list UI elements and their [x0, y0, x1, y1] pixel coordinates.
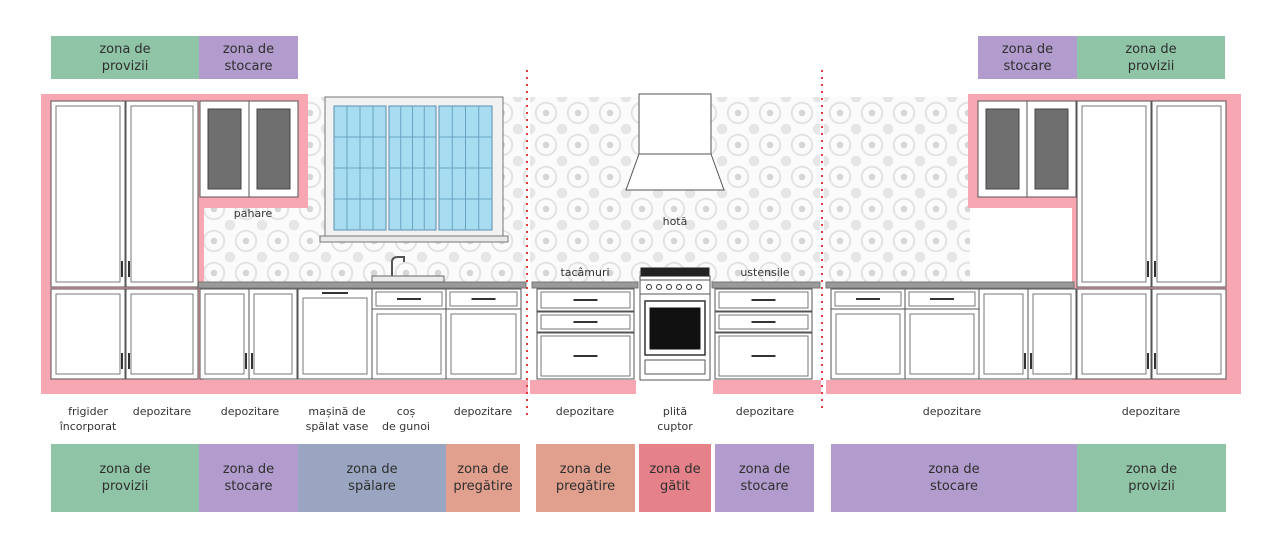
right-lower-door-1-panel: [835, 313, 901, 375]
bottom-zone-stocare-3: zona de stocare: [831, 444, 1077, 512]
countertop-mid-right: [711, 281, 821, 289]
bottom-zone-provizii-right: zona de provizii: [1077, 444, 1226, 512]
top-zone-stocare-left: zona de stocare: [199, 36, 298, 79]
oven-window: [649, 307, 701, 350]
mid-right-drawer-3-panel: [718, 335, 809, 377]
right-base-door-1-panel: [983, 293, 1024, 375]
bottom-zone-stocare-1: zona de stocare: [199, 444, 298, 512]
right-lower-door-2-panel: [909, 313, 975, 375]
label-ustensile: ustensile: [740, 266, 790, 279]
top-zone-stocare-right: zona de stocare: [978, 36, 1077, 79]
hood-canopy: [625, 153, 725, 191]
stove-grates: [640, 267, 710, 277]
pantry-left-lower-door-1-panel: [55, 293, 121, 375]
stove-knob: [666, 284, 672, 290]
bottom-zone-spalare: zona de spălare: [298, 444, 446, 512]
label-depozitare-3: depozitare: [453, 405, 513, 418]
label-depozitare-4: depozitare: [555, 405, 615, 418]
label-frigider: frigider încorporat: [59, 405, 117, 433]
pantry-left-upper-door-1-panel: [55, 105, 121, 283]
label-depozitare-1: depozitare: [132, 405, 192, 418]
bottom-zone-pregatire-2: zona de pregătire: [536, 444, 635, 512]
backsplash-right: [824, 97, 970, 282]
label-depozitare-6: depozitare: [922, 405, 982, 418]
countertop-right: [825, 281, 1075, 289]
hood-chimney: [638, 93, 712, 155]
trash-bin-door-panel: [376, 313, 442, 375]
label-plita-cuptor: plită cuptor: [657, 405, 693, 433]
label-tacamuri: tacâmuri: [560, 266, 610, 279]
pantry-left-lower-door-2-panel: [130, 293, 194, 375]
label-depozitare-5: depozitare: [735, 405, 795, 418]
pantry-right-upper-door-1-panel: [1081, 105, 1147, 283]
fixture-layer: [319, 70, 823, 418]
pink-plinth-mid-right: [713, 380, 821, 394]
faucet: [391, 256, 405, 276]
label-hota: hotă: [662, 215, 688, 228]
pink-plinth-mid-left: [530, 380, 636, 394]
pink-plinth-left: [41, 380, 528, 394]
top-zone-provizii-left: zona de provizii: [51, 36, 199, 79]
base-left-lower-door-panel: [450, 313, 517, 375]
label-cos-gunoi: coș de gunoi: [382, 405, 430, 433]
sink: [371, 275, 445, 283]
right-base-door-2-panel: [1032, 293, 1072, 375]
pantry-right-lower-door-1-panel: [1081, 293, 1147, 375]
base-left-door-1-panel: [204, 293, 245, 375]
pantry-left-upper-door-2-panel: [130, 105, 194, 283]
stove-knob: [646, 284, 652, 290]
window-sill: [319, 235, 509, 243]
bottom-zone-stocare-2: zona de stocare: [715, 444, 814, 512]
stove-knob: [676, 284, 682, 290]
dishwasher-panel: [302, 297, 368, 375]
pantry-right-upper-door-2-panel: [1156, 105, 1222, 283]
bottom-zone-pregatire-1: zona de pregătire: [446, 444, 520, 512]
stove-knob: [686, 284, 692, 290]
label-masina-vase: mașină de spălat vase: [305, 405, 369, 433]
countertop-mid-left: [531, 281, 639, 289]
pantry-right-lower-door-2-panel: [1156, 293, 1222, 375]
cabinet-layer: [50, 100, 1227, 380]
label-depozitare-2: depozitare: [220, 405, 280, 418]
stove-knob: [656, 284, 662, 290]
upper-left-glass-2: [256, 108, 291, 190]
base-left-door-2-panel: [253, 293, 293, 375]
label-depozitare-7: depozitare: [1121, 405, 1181, 418]
upper-right-glass-1: [985, 108, 1020, 190]
bottom-zone-gatit: zona de gătit: [639, 444, 711, 512]
countertop-left: [197, 281, 527, 289]
upper-left-glass-1: [207, 108, 242, 190]
bottom-zone-provizii-left: zona de provizii: [51, 444, 199, 512]
top-zone-provizii-right: zona de provizii: [1077, 36, 1225, 79]
stove-knob: [696, 284, 702, 290]
oven-drawer: [644, 359, 706, 375]
stove-control-panel: [639, 279, 711, 295]
upper-right-glass-2: [1034, 108, 1069, 190]
label-pahare: pahare: [233, 207, 273, 220]
